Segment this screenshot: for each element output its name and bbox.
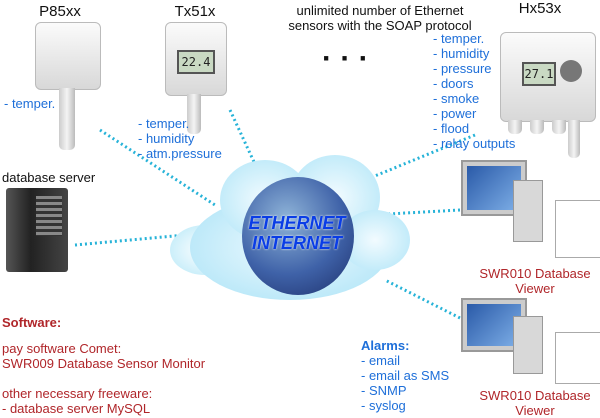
device-tx51x: 22.4 (165, 22, 227, 134)
ellipsis: · · · (322, 42, 369, 75)
tx51x-display: 22.4 (177, 50, 215, 74)
measure-item: - temper. (433, 31, 485, 46)
measure-item: - relay outputs (433, 136, 516, 151)
device-title-p85xx: P85xx (39, 3, 81, 20)
cloud-label-internet: INTERNET (252, 233, 342, 253)
alarm-item: - email (361, 353, 401, 368)
viewer-label-1: SWR010 Database Viewer (470, 266, 600, 296)
globe-icon (242, 177, 354, 295)
measure-item: - humidity (433, 46, 490, 61)
header-line-1: unlimited number of Ethernet (296, 3, 464, 18)
tx51x-measures: - temper. - humidity - atm.pressure (138, 116, 222, 161)
alarm-item: - syslog (361, 398, 406, 413)
measure-item: - atm.pressure (138, 146, 222, 161)
viewer-label-line: Viewer (515, 403, 555, 418)
software-pay-label: pay software Comet: (2, 341, 122, 356)
measure-item: - doors (433, 76, 474, 91)
header-text: unlimited number of Ethernet sensors wit… (250, 3, 510, 33)
device-title-tx51x: Tx51x (174, 3, 216, 20)
software-free-label: other necessary freeware: (2, 386, 153, 401)
cloud-network: ETHERNET INTERNET (160, 155, 415, 305)
alarms-section: Alarms: - email - email as SMS - SNMP - … (361, 338, 449, 413)
software-free-item: - database server MySQL (2, 401, 151, 416)
measure-item: - temper. (138, 116, 190, 131)
alarm-item: - email as SMS (361, 368, 450, 383)
measure-item: - pressure (433, 61, 492, 76)
measure-item: - flood (433, 121, 470, 136)
software-pay-product: SWR009 Database Sensor Monitor (2, 356, 206, 371)
server-label: database server (2, 170, 96, 185)
software-section: Software: pay software Comet: SWR009 Dat… (2, 315, 205, 416)
viewer-label-line: SWR010 Database (479, 266, 591, 281)
server-icon (6, 188, 68, 272)
hx53x-measures: - temper. - humidity - pressure - doors … (433, 31, 515, 151)
device-p85xx (35, 22, 101, 152)
hx53x-display: 27.1 (522, 62, 556, 86)
p85xx-measure: - temper. (4, 96, 56, 111)
measure-item: - power (433, 106, 477, 121)
viewer-label-line: SWR010 Database (479, 388, 591, 403)
device-title-hx53x: Hx53x (518, 0, 562, 17)
measure-item: - smoke (433, 91, 480, 106)
alarms-heading: Alarms: (361, 338, 410, 353)
device-hx53x: 27.1 (500, 32, 596, 160)
software-heading: Software: (2, 315, 62, 330)
viewer-label-2: SWR010 Database Viewer (470, 388, 600, 418)
alarm-item: - SNMP (361, 383, 407, 398)
header-line-2: sensors with the SOAP protocol (288, 18, 472, 33)
measure-item: - humidity (138, 131, 195, 146)
viewer-workstation-1 (455, 160, 600, 260)
viewer-label-line: Viewer (515, 281, 555, 296)
viewer-workstation-2 (455, 298, 600, 384)
cloud-label-ethernet: ETHERNET (248, 213, 346, 233)
